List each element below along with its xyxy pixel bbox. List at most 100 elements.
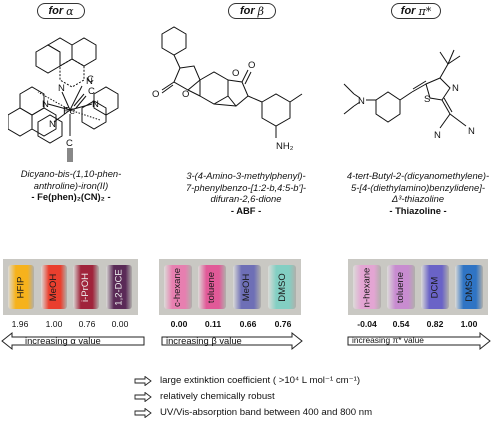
caption-pistar: 4-tert-Butyl-2-(dicyanomethylene)- 5-[4-… xyxy=(336,170,500,216)
hollow-arrow-icon xyxy=(134,391,152,402)
vial-photo-alpha: HFIP MeOH i-PrOH 1,2-DCE xyxy=(3,259,138,315)
header-pistar-prefix: for xyxy=(400,5,416,17)
vial-iproh: i-PrOH xyxy=(73,265,99,309)
criterion-absorption-text: UV/Vis-absorption band between 400 and 8… xyxy=(160,407,373,418)
caption-alpha-line-1: Dicyano-bis-(1,10-phen- xyxy=(20,168,122,179)
caption-pistar-line-3: Δ³-thiazoline xyxy=(391,193,445,204)
vial-nhexane: n-hexane xyxy=(353,265,381,309)
vial-dmso-pistar-label: DMSO xyxy=(463,272,475,302)
header-alpha-symbol: α xyxy=(66,4,74,18)
vial-toluene-pistar-label: toluene xyxy=(395,271,407,303)
value-pistar-dmso: 1.00 xyxy=(460,319,478,329)
vial-toluene-beta-label: toluene xyxy=(206,271,218,303)
vial-dmso-pistar: DMSO xyxy=(455,265,483,309)
thiazoline-n-label-amine: N xyxy=(358,96,365,107)
fe-n-label-4: N xyxy=(49,119,56,130)
vial-hfip: HFIP xyxy=(8,265,34,309)
abf-o-label-3: O xyxy=(232,68,239,79)
header-pistar-symbol: π* xyxy=(418,4,432,18)
arrow-beta-label: increasing β value xyxy=(166,335,242,346)
values-alpha: 1.96 1.00 0.76 0.00 xyxy=(0,319,145,331)
fe-n-label-1: N xyxy=(58,83,65,94)
thiazoline-n-label-cn-2: N xyxy=(468,126,475,137)
vial-meoh-alpha: MeOH xyxy=(41,265,67,309)
header-alpha: for α xyxy=(37,3,85,19)
fe-c-label-1: C xyxy=(88,86,95,97)
vial-meoh-beta-label: MeOH xyxy=(241,273,253,301)
header-beta: for β xyxy=(228,3,276,19)
arrow-pistar-label: increasing π* value xyxy=(352,335,424,345)
vial-photo-pistar: n-hexane toluene DCM DMSO xyxy=(348,259,488,315)
header-beta-prefix: for xyxy=(239,5,255,17)
fe-n-label-2: N xyxy=(42,99,49,110)
caption-pistar-compound: - Thiazoline - xyxy=(389,204,447,216)
caption-beta-line-1: 3-(4-Amino-3-methylphenyl)- xyxy=(186,170,306,181)
vial-chexane: c-hexane xyxy=(164,265,192,309)
values-beta: 0.00 0.11 0.66 0.76 xyxy=(159,319,304,331)
caption-alpha: Dicyano-bis-(1,10-phen- anthroline)-iron… xyxy=(0,168,142,203)
caption-beta: 3-(4-Amino-3-methylphenyl)- 7-phenylbenz… xyxy=(170,170,322,216)
caption-beta-line-2: 7-phenylbenzo-[1:2-b,4:5-b']- xyxy=(185,181,307,193)
criterion-extinction-text: large extinktion coefficient ( >10⁴ L mo… xyxy=(160,375,361,386)
caption-pistar-line-1: 4-tert-Butyl-2-(dicyanomethylene)- xyxy=(346,170,490,181)
increasing-arrows xyxy=(1,331,491,351)
vial-nhexane-label: n-hexane xyxy=(361,267,373,307)
vial-dcm: DCM xyxy=(421,265,449,309)
abf-o-label-2: O xyxy=(182,89,189,100)
caption-beta-compound: - ABF - xyxy=(230,204,262,216)
criterion-robust: relatively chemically robust xyxy=(134,390,275,403)
value-beta-toluene: 0.11 xyxy=(204,319,222,329)
hollow-arrow-icon xyxy=(134,407,152,418)
header-pistar: for π* xyxy=(391,3,441,19)
value-pistar-toluene: 0.54 xyxy=(392,319,410,329)
fe-c-label-2: C xyxy=(66,138,73,149)
vial-photo-beta: c-hexane toluene MeOH DMSO xyxy=(159,259,301,315)
caption-alpha-line-2: anthroline)-iron(II) xyxy=(33,179,109,191)
value-alpha-hfip: 1.96 xyxy=(11,319,29,329)
value-alpha-meoh: 1.00 xyxy=(45,319,63,329)
caption-alpha-compound: - Fe(phen)₂(CN)₂ - xyxy=(31,191,111,202)
fe-phen-cn-structure: Fe N N N N N C C C xyxy=(8,37,119,162)
vial-dce: 1,2-DCE xyxy=(106,265,132,309)
caption-beta-line-3: difuran-2,6-dione xyxy=(210,193,282,204)
thiazoline-s-label: S xyxy=(424,94,430,105)
abf-o-label-1: O xyxy=(152,89,159,100)
header-beta-symbol: β xyxy=(257,4,265,18)
criterion-absorption: UV/Vis-absorption band between 400 and 8… xyxy=(134,406,372,419)
abf-o-label-4: O xyxy=(248,60,255,71)
value-beta-chexane: 0.00 xyxy=(170,319,188,329)
value-alpha-iproh: 0.76 xyxy=(78,319,96,329)
arrow-beta xyxy=(161,331,303,351)
vial-dmso-beta: DMSO xyxy=(268,265,296,309)
value-beta-meoh: 0.66 xyxy=(239,319,257,329)
vial-iproh-label: i-PrOH xyxy=(80,272,92,302)
fe-n-label-3: N xyxy=(92,99,99,110)
values-pistar: -0.04 0.54 0.82 1.00 xyxy=(348,319,493,331)
vial-meoh-alpha-label: MeOH xyxy=(48,273,60,301)
fe-atom-label: Fe xyxy=(63,105,75,117)
arrow-alpha xyxy=(1,331,145,351)
fe-c-label-3: C xyxy=(87,74,94,85)
vial-toluene-beta: toluene xyxy=(198,265,226,309)
arrow-alpha-label: increasing α value xyxy=(25,335,101,346)
vial-chexane-label: c-hexane xyxy=(172,267,184,307)
value-pistar-dcm: 0.82 xyxy=(426,319,444,329)
thiazoline-n-label-cn-1: N xyxy=(434,130,441,141)
vial-dcm-label: DCM xyxy=(429,276,441,298)
vial-dmso-beta-label: DMSO xyxy=(276,272,288,302)
fe-n-label-5: N xyxy=(86,76,93,87)
criterion-extinction: large extinktion coefficient ( >10⁴ L mo… xyxy=(134,374,360,387)
caption-pistar-line-2: 5-[4-(diethylamino)benzylidene]- xyxy=(351,181,485,193)
thiazoline-structure: N S N N N xyxy=(343,49,475,141)
arrow-pistar xyxy=(347,331,491,351)
vial-toluene-pistar: toluene xyxy=(387,265,415,309)
value-beta-dmso: 0.76 xyxy=(274,319,292,329)
header-alpha-prefix: for xyxy=(48,5,64,17)
vial-hfip-label: HFIP xyxy=(15,276,27,298)
vial-meoh-beta: MeOH xyxy=(233,265,261,309)
hollow-arrow-icon xyxy=(134,375,152,386)
value-alpha-dce: 0.00 xyxy=(111,319,129,329)
thiazoline-n-label-ring: N xyxy=(452,83,459,94)
abf-nh2-label: NH₂ xyxy=(276,141,294,152)
criterion-robust-text: relatively chemically robust xyxy=(160,391,275,402)
